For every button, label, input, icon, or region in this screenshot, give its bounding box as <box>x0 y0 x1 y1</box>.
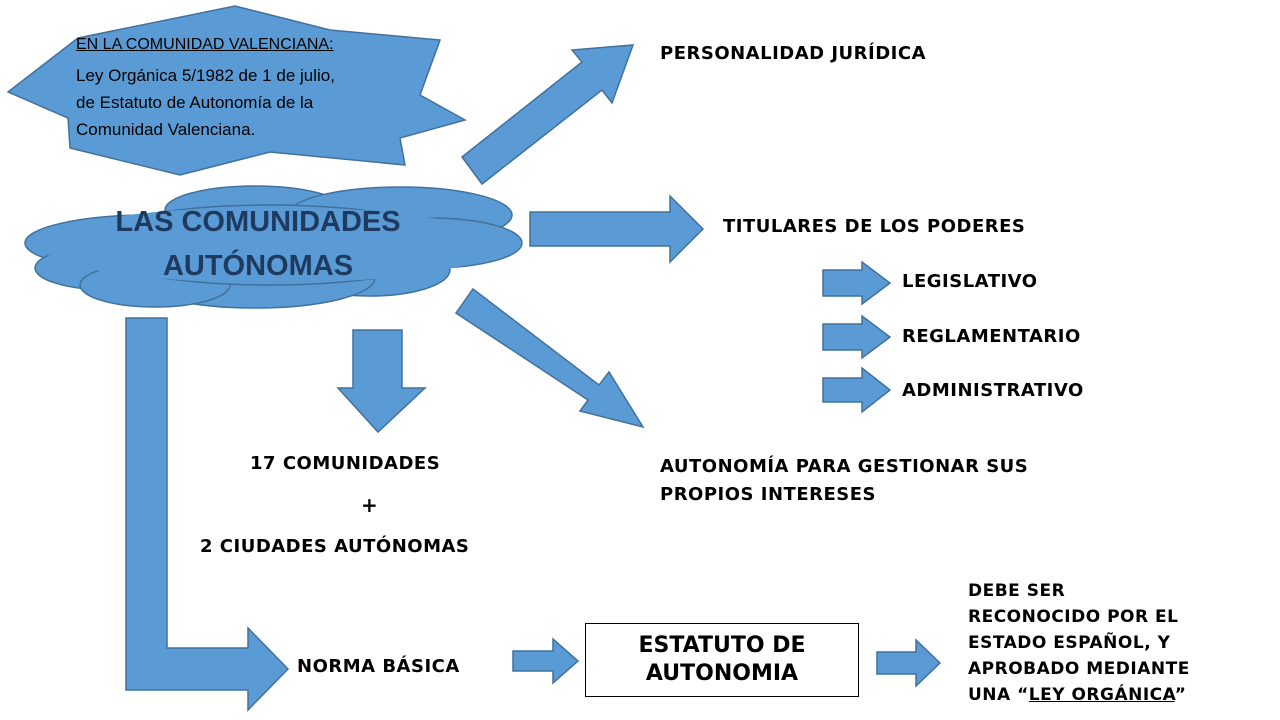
star-line-1: Ley Orgánica 5/1982 de 1 de julio, <box>76 66 335 85</box>
debe-line-5-suffix: ” <box>1174 685 1187 705</box>
cloud-title-line-1: LAS COMUNIDADES <box>115 206 401 238</box>
label-debe-line-1: DEBE SER <box>968 581 1066 601</box>
label-debe-line-4: APROBADO MEDIANTE <box>968 659 1190 679</box>
debe-line-5-prefix: UNA “ <box>968 685 1029 705</box>
estatuto-line-2: AUTONOMIA <box>645 661 799 686</box>
label-reglamentario: REGLAMENTARIO <box>902 326 1081 347</box>
star-line-2: de Estatuto de Autonomía de la <box>76 93 314 112</box>
label-2-ciudades: 2 CIUDADES AUTÓNOMAS <box>200 536 470 557</box>
arrow-norma-basica <box>125 317 290 712</box>
label-autonomia-line-1: AUTONOMÍA PARA GESTIONAR SUS <box>660 456 1029 477</box>
cloud-title-line-2: AUTÓNOMAS <box>162 250 354 282</box>
arrow-legislativo <box>822 260 892 306</box>
label-norma-basica: NORMA BÁSICA <box>297 656 460 677</box>
arrow-personalidad <box>460 44 635 186</box>
label-administrativo: ADMINISTRATIVO <box>902 380 1084 401</box>
cloud-shape <box>24 185 523 309</box>
label-debe-line-5: UNA “LEY ORGÁNICA” <box>968 685 1186 705</box>
arrow-autonomia <box>454 287 645 429</box>
star-shape <box>6 5 467 176</box>
label-personalidad-juridica: PERSONALIDAD JURÍDICA <box>660 43 927 64</box>
star-heading: EN LA COMUNIDAD VALENCIANA: <box>76 36 334 53</box>
label-legislativo: LEGISLATIVO <box>902 271 1038 292</box>
arrow-down-comunidades <box>336 329 427 434</box>
label-debe-line-3: ESTADO ESPAÑOL, Y <box>968 633 1171 653</box>
arrow-to-estatuto <box>512 637 580 685</box>
arrow-titulares <box>529 194 705 264</box>
arrow-to-debe <box>876 638 942 688</box>
arrow-administrativo <box>822 366 892 414</box>
estatuto-box: ESTATUTO DE AUTONOMIA <box>585 623 859 697</box>
label-titulares: TITULARES DE LOS PODERES <box>723 216 1026 237</box>
star-line-3: Comunidad Valenciana. <box>76 120 256 139</box>
ley-organica-emphasis: LEY ORGÁNICA <box>1028 685 1175 705</box>
label-plus: + <box>361 493 379 517</box>
estatuto-line-1: ESTATUTO DE <box>638 633 806 658</box>
label-17-comunidades: 17 COMUNIDADES <box>250 453 441 474</box>
label-autonomia-line-2: PROPIOS INTERESES <box>660 484 876 505</box>
arrow-reglamentario <box>822 314 892 360</box>
label-debe-line-2: RECONOCIDO POR EL <box>968 607 1179 627</box>
